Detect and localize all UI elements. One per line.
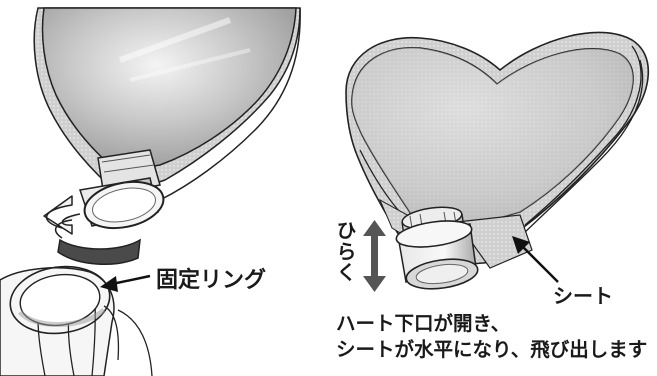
left-balloon bbox=[33, 7, 301, 201]
caption: ハート下口が開き、 シートが水平になり、飛び出します bbox=[336, 311, 647, 363]
caption-line-1: ハート下口が開き、 bbox=[336, 312, 511, 335]
sheet-label: シート bbox=[553, 284, 613, 308]
ring-pointer-arrow bbox=[100, 274, 151, 292]
open-double-arrow-icon bbox=[363, 220, 386, 292]
caption-line-2: シートが水平になり、飛び出します bbox=[336, 338, 648, 361]
right-balloon-neck bbox=[395, 206, 479, 290]
ring-label: 固定リング bbox=[156, 268, 267, 293]
left-balloon-neck bbox=[79, 149, 165, 230]
right-balloon bbox=[345, 31, 650, 269]
rotate-arrow-icon bbox=[43, 195, 141, 265]
sheet-pointer-arrow bbox=[512, 236, 559, 283]
hand-with-ring bbox=[0, 265, 153, 376]
open-label: ひらく bbox=[333, 220, 357, 283]
